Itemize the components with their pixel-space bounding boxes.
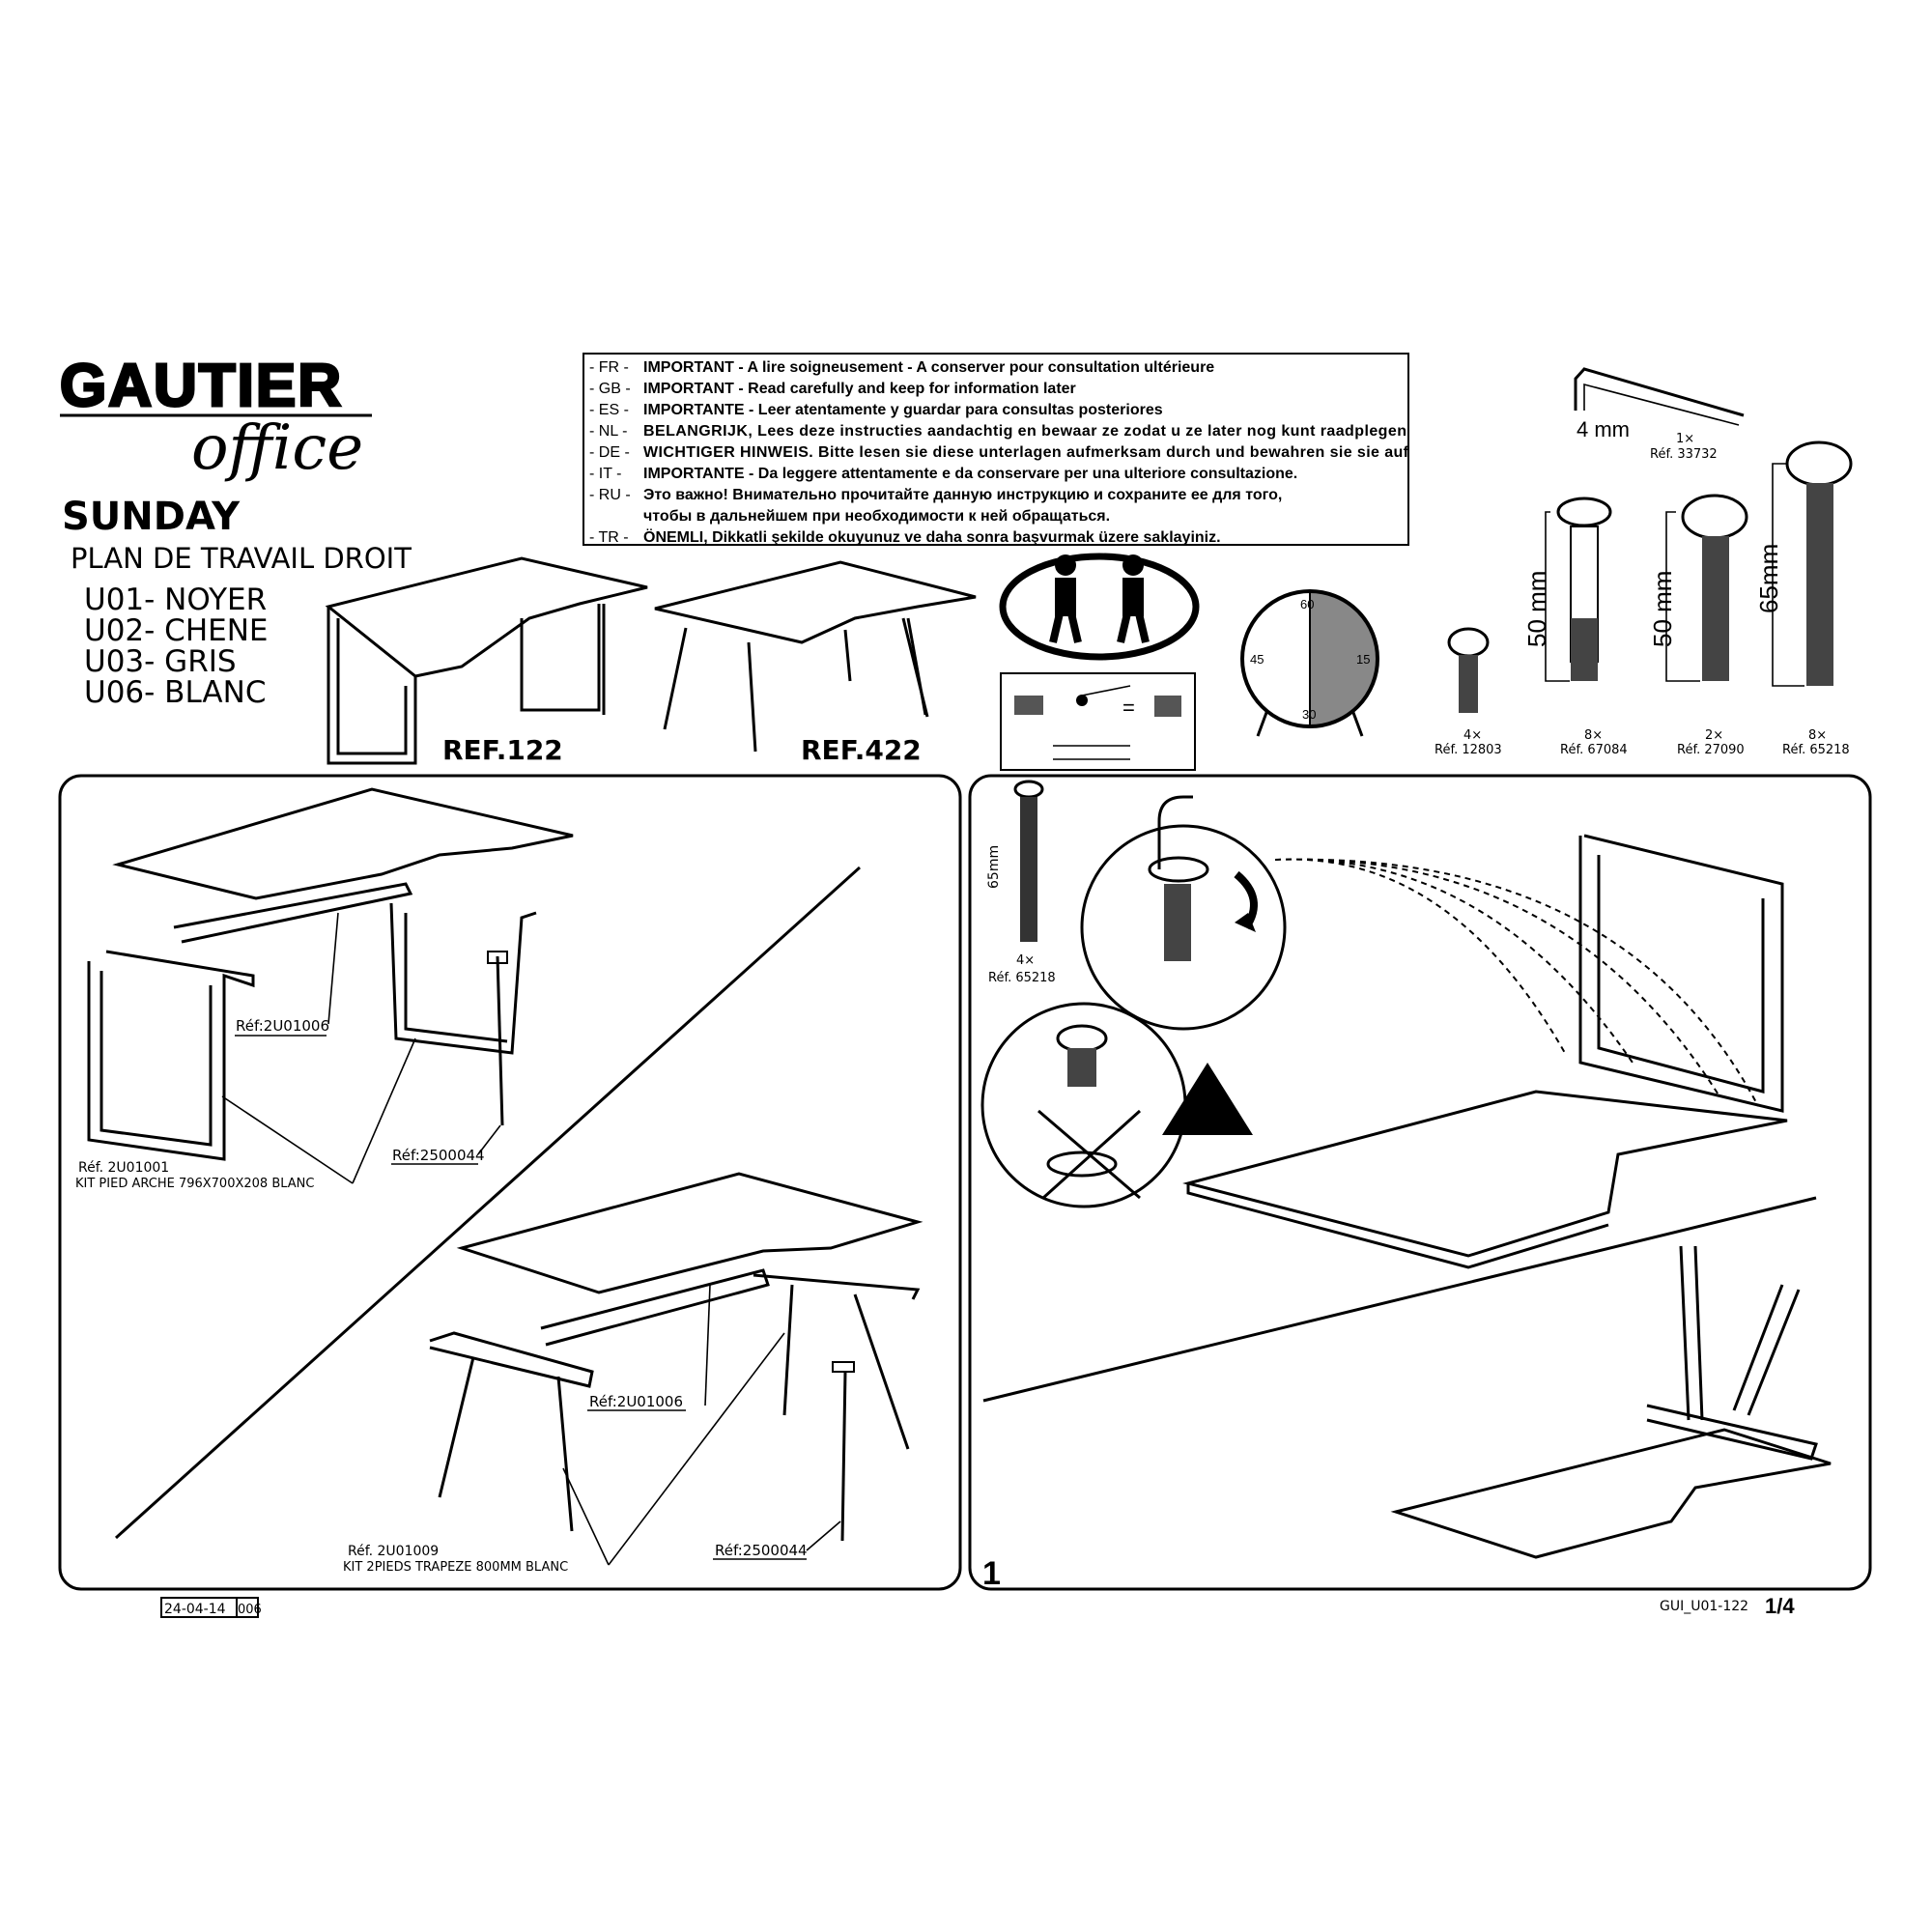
- finish-item: U02- CHENE: [84, 613, 269, 648]
- allen-key-item: 4 mm 1× Réf. 33732: [1574, 367, 1745, 462]
- step-number: 1: [982, 1555, 1001, 1592]
- notice-text: BELANGRIJK, Lees deze instructies aandac…: [643, 423, 1406, 440]
- hardware-ref: Réf. 67084: [1560, 743, 1628, 757]
- part-label: Réf:2U01006: [236, 1017, 329, 1035]
- hardware-qty: 8×: [1584, 728, 1603, 743]
- part-label: Réf:2500044: [392, 1147, 485, 1164]
- hardware-size: 65mm: [986, 845, 1002, 889]
- model-label: REF.122: [442, 734, 563, 766]
- hardware-ref: Réf. 65218: [988, 971, 1056, 985]
- finish-item: U03- GRIS: [84, 644, 237, 679]
- notice-text: чтобы в дальнейшем при необходимости к н…: [643, 508, 1110, 525]
- page-number: 1/4: [1765, 1594, 1795, 1618]
- hardware-size: 50 mm: [1648, 571, 1677, 647]
- part-label: KIT PIED ARCHE 796X700X208 BLANC: [75, 1177, 314, 1191]
- hardware-ref: Réf. 65218: [1782, 743, 1850, 757]
- clock-mark: 30: [1302, 707, 1316, 722]
- hardware-list: 4 mm 1× Réf. 33732 4× Réf. 12803 50 mm 8…: [1435, 367, 1853, 757]
- notice-lang: - FR -: [589, 359, 629, 376]
- footer-revision: 006: [238, 1603, 262, 1617]
- clock-mark: 60: [1300, 597, 1314, 611]
- notice-lang: - ES -: [589, 402, 629, 418]
- notice-lang: - TR -: [589, 529, 629, 546]
- notice-text: WICHTIGER HINWEIS. Bitte lesen sie diese…: [643, 444, 1409, 461]
- hardware-qty: 2×: [1705, 728, 1723, 743]
- no-power-tools-icon: =: [1000, 672, 1196, 771]
- hardware-qty: 1×: [1676, 432, 1694, 446]
- part-label: KIT 2PIEDS TRAPEZE 800MM BLANC: [343, 1560, 568, 1575]
- bolt-67084-item: 50 mm 8× Réf. 67084: [1522, 497, 1628, 757]
- desk-ref-122-illustration: REF.122: [325, 556, 648, 766]
- product-name: SUNDAY: [62, 495, 241, 539]
- finish-item: U01- NOYER: [84, 582, 267, 617]
- notice-lang: - RU -: [589, 487, 631, 503]
- notice-text: IMPORTANTE - Leer atentamente y guardar …: [643, 402, 1163, 418]
- hardware-qty: 4×: [1463, 728, 1482, 743]
- bolt-65218-callout: 65mm 4× Réf. 65218: [986, 780, 1056, 985]
- svg-text:!: !: [1200, 1092, 1213, 1137]
- equals-sign-icon: =: [1122, 696, 1135, 720]
- warning-icon: !: [1162, 1063, 1253, 1137]
- wrong-washer-zoom-circle: [980, 1002, 1187, 1208]
- two-person-assembly-icon: [999, 553, 1200, 661]
- product-subtitle: PLAN DE TRAVAIL DROIT: [71, 542, 412, 575]
- important-notice-box: - FR - IMPORTANT - A lire soigneusement …: [582, 353, 1409, 546]
- part-label: Réf:2500044: [715, 1542, 808, 1559]
- notice-lang: - IT -: [589, 466, 621, 482]
- notice-lang: - GB -: [589, 381, 631, 397]
- part-label: Réf. 2U01001: [78, 1160, 169, 1176]
- hardware-size: 65mm: [1754, 544, 1783, 613]
- notice-text: Это важно! Внимательно прочитайте данную…: [643, 487, 1282, 503]
- desk-ref-422-illustration: REF.422: [654, 560, 977, 766]
- notice-text: ÖNEMLI, Dikkatli şekilde okuyunuz ve dah…: [643, 527, 1221, 546]
- clock-mark: 45: [1250, 652, 1264, 667]
- left-panel-exploded-views: Réf:2U01006 Réf:2500044 Réf. 2U01001 KIT…: [58, 774, 962, 1591]
- document-code: GUI_U01-122: [1660, 1599, 1748, 1614]
- hardware-ref: Réf. 12803: [1435, 743, 1502, 757]
- hardware-size: 4 mm: [1577, 417, 1630, 441]
- part-label: Réf:2U01006: [589, 1393, 683, 1410]
- gautier-logo: GAUTIER office: [59, 352, 372, 484]
- screw-detail-zoom-circle: [1080, 795, 1287, 1031]
- part-label: Réf. 2U01009: [348, 1544, 439, 1559]
- notice-text: IMPORTANT - A lire soigneusement - A con…: [643, 359, 1214, 376]
- screw-12803-item: 4× Réf. 12803: [1435, 627, 1502, 757]
- hardware-ref: Réf. 33732: [1650, 447, 1718, 462]
- notice-lang: - NL -: [589, 423, 627, 440]
- logo-brand: GAUTIER: [60, 353, 343, 419]
- hardware-qty: 4×: [1016, 953, 1035, 968]
- hardware-ref: Réf. 27090: [1677, 743, 1745, 757]
- model-label: REF.422: [801, 734, 922, 766]
- logo-sub: office: [191, 412, 363, 484]
- right-panel-step-1: 65mm 4× Réf. 65218 !: [968, 774, 1872, 1592]
- hardware-qty: 8×: [1808, 728, 1827, 743]
- finish-item: U06- BLANC: [84, 675, 266, 710]
- footer-date: 24-04-14: [164, 1602, 226, 1617]
- notice-text: IMPORTANTE - Da leggere attentamente e d…: [643, 466, 1297, 482]
- assembly-time-clock-icon: 60 15 30 45: [1240, 589, 1379, 737]
- footer: 24-04-14 006 GUI_U01-122 1/4: [160, 1594, 1795, 1618]
- bolt-27090-item: 50 mm 2× Réf. 27090: [1648, 494, 1748, 757]
- notice-lang: - DE -: [589, 444, 630, 461]
- hardware-size: 50 mm: [1522, 571, 1551, 647]
- notice-text: IMPORTANT - Read carefully and keep for …: [643, 381, 1076, 397]
- bolt-65218-item: 65mm 8× Réf. 65218: [1754, 440, 1853, 757]
- clock-mark: 15: [1356, 652, 1370, 667]
